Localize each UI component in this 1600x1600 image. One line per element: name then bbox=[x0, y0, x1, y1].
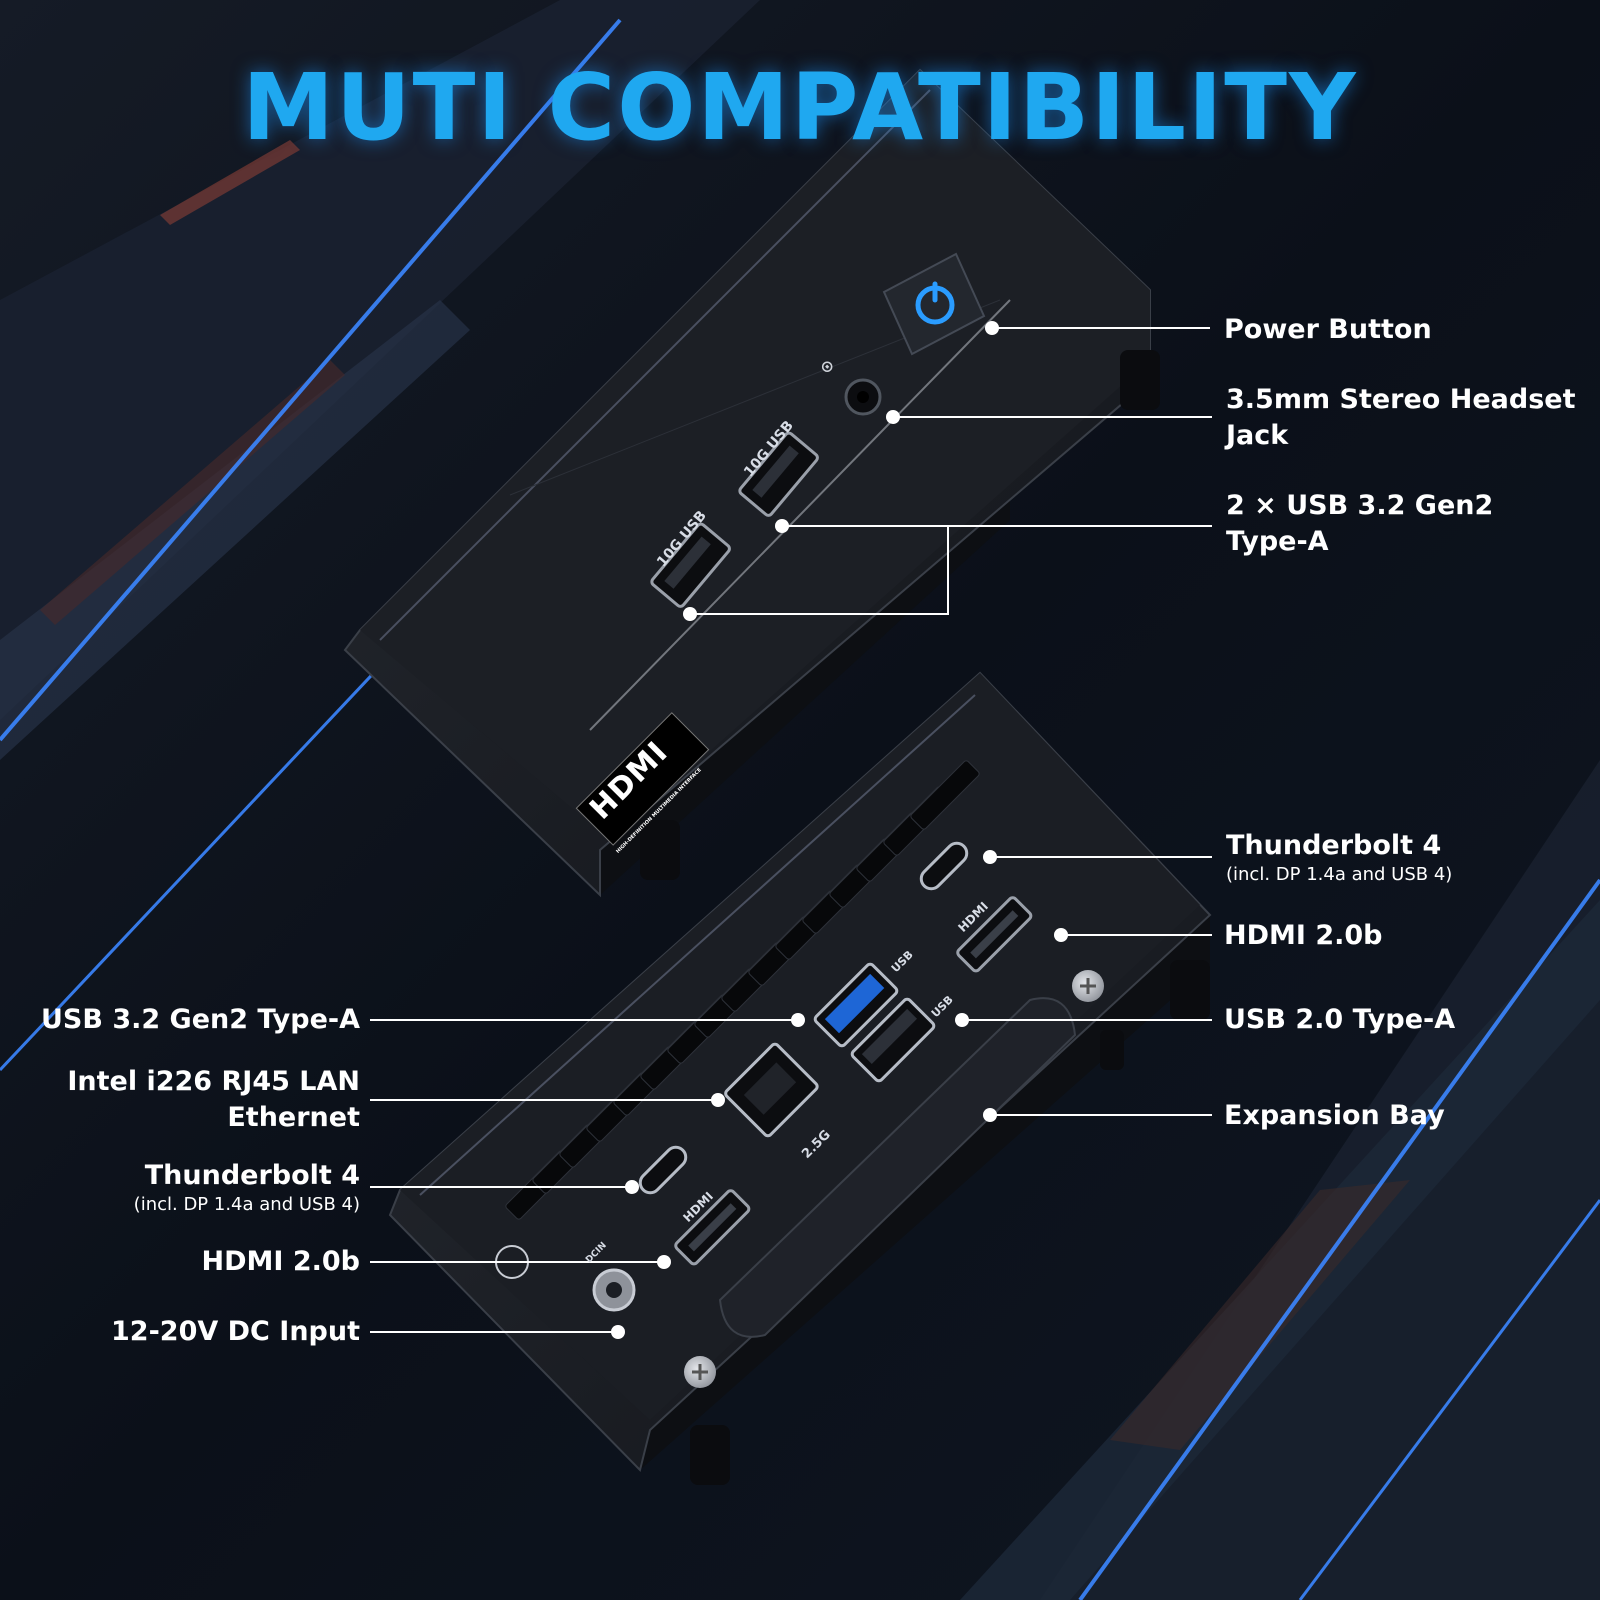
callout-headset-jack: 3.5mm Stereo Headset Jack bbox=[1226, 384, 1576, 451]
page-title: MUTI COMPATIBILITY bbox=[242, 54, 1358, 161]
bg-blue-streak-2 bbox=[1078, 878, 1600, 1600]
front-unit: ⊙ bbox=[343, 68, 1160, 898]
callout-power-button: Power Button bbox=[1224, 314, 1432, 345]
callout-thunderbolt-left: Thunderbolt 4 (incl. DP 1.4a and USB 4) bbox=[134, 1158, 360, 1216]
callout-lan: Intel i226 RJ45 LAN Ethernet bbox=[67, 1066, 360, 1133]
callout-usb32-left: USB 3.2 Gen2 Type-A bbox=[40, 1004, 360, 1035]
callout-expansion-bay: Expansion Bay bbox=[1224, 1100, 1445, 1131]
power-button-graphic bbox=[882, 252, 986, 356]
callout-lines bbox=[370, 327, 1212, 1333]
vent-slot bbox=[910, 760, 980, 830]
rear-usb32-port bbox=[813, 962, 899, 1048]
callout-usb20: USB 2.0 Type-A bbox=[1224, 1004, 1456, 1035]
rear-hdmi-upper bbox=[956, 896, 1033, 973]
callout-dots bbox=[611, 321, 1068, 1339]
vent-grille bbox=[505, 760, 980, 1220]
callout-dc-input: 12-20V DC Input bbox=[111, 1316, 360, 1347]
screw-upper bbox=[1072, 970, 1104, 1002]
rear-hdmi-lower bbox=[674, 1189, 751, 1266]
front-usb-port-lower bbox=[650, 522, 731, 608]
rear-rj45-port bbox=[724, 1042, 819, 1138]
hdmi-logo-badge bbox=[575, 712, 710, 846]
callout-thunderbolt-right-title: Thunderbolt 4 bbox=[1226, 830, 1442, 861]
expansion-bay-outline bbox=[718, 997, 1077, 1338]
callout-hdmi-right: HDMI 2.0b bbox=[1224, 920, 1383, 951]
rear-unit bbox=[388, 671, 1212, 1485]
callout-thunderbolt-right: Thunderbolt 4 (incl. DP 1.4a and USB 4) bbox=[1226, 828, 1452, 886]
rear-usb20-port bbox=[850, 997, 936, 1083]
rear-thunderbolt-lower bbox=[638, 1145, 688, 1195]
callout-hdmi-left: HDMI 2.0b bbox=[201, 1246, 360, 1277]
callout-thunderbolt-left-title: Thunderbolt 4 bbox=[144, 1160, 360, 1191]
bg-blue-streak-1 bbox=[0, 18, 622, 742]
callout-thunderbolt-right-sub: (incl. DP 1.4a and USB 4) bbox=[1226, 864, 1453, 885]
front-usb-port-upper bbox=[738, 431, 819, 517]
callout-front-usb: 2 × USB 3.2 Gen2 Type-A bbox=[1226, 490, 1494, 557]
screw-lower bbox=[684, 1356, 716, 1388]
callout-thunderbolt-left-sub: (incl. DP 1.4a and USB 4) bbox=[133, 1194, 360, 1215]
rear-dc-input bbox=[592, 1268, 636, 1312]
rear-thunderbolt-upper bbox=[919, 841, 969, 891]
